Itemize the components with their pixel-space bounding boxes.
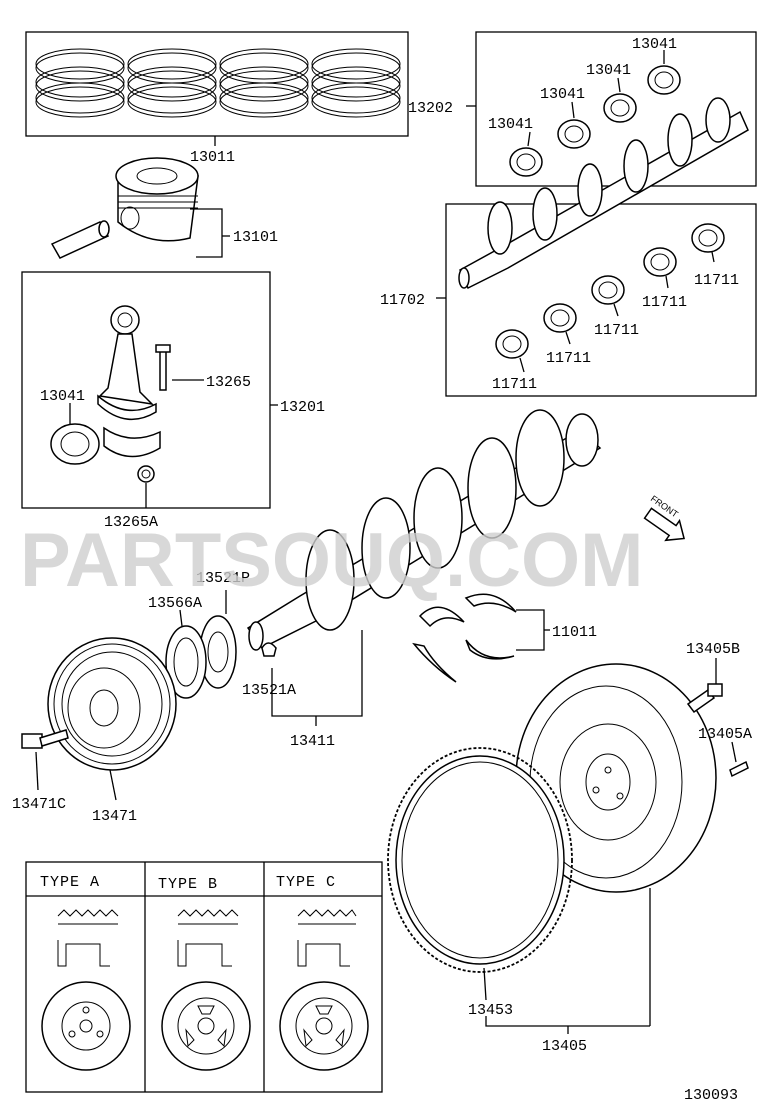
- type-a-pulley-face: [41, 981, 131, 1071]
- label-13405B: 13405B: [686, 641, 740, 658]
- watermark: PARTSOUQ.COM: [20, 518, 643, 603]
- label-13566A: 13566A: [148, 595, 202, 612]
- label-13265A: 13265A: [104, 514, 158, 531]
- type-a-label: TYPE A: [40, 874, 100, 891]
- label-13011: 13011: [190, 149, 235, 166]
- type-b-profile: [177, 909, 239, 967]
- label-13041-c: 13041: [586, 62, 631, 79]
- label-13521A: 13521A: [242, 682, 296, 699]
- label-11711-e: 11711: [694, 272, 739, 289]
- crankshaft-pulley: [21, 637, 177, 801]
- label-13041-b: 13041: [540, 86, 585, 103]
- label-13041-rod: 13041: [40, 388, 85, 405]
- connecting-rod-assembly: [21, 271, 278, 509]
- label-13405A: 13405A: [698, 726, 752, 743]
- label-11711-d: 11711: [642, 294, 687, 311]
- piston-with-pin: [50, 157, 230, 259]
- upper-bearing-set: [466, 31, 757, 187]
- label-13202: 13202: [408, 100, 453, 117]
- type-b-label: TYPE B: [158, 876, 218, 893]
- label-11711-b: 11711: [546, 350, 591, 367]
- label-11011: 11011: [552, 624, 597, 641]
- type-b-pulley-face: [161, 981, 251, 1071]
- label-13521P: 13521P: [196, 570, 250, 587]
- label-13041-a: 13041: [488, 116, 533, 133]
- crankshaft-bearing-assembly: [436, 97, 757, 397]
- label-13471C: 13471C: [12, 796, 66, 813]
- pulley-type-table: [25, 861, 383, 1093]
- label-13453: 13453: [468, 1002, 513, 1019]
- type-a-profile: [57, 909, 119, 967]
- type-c-label: TYPE C: [276, 874, 336, 891]
- label-13041-d: 13041: [632, 36, 677, 53]
- thrust-washers: [412, 593, 550, 683]
- label-13411: 13411: [290, 733, 335, 750]
- crankshaft: [246, 409, 602, 657]
- front-arrow: FRONT: [643, 493, 686, 542]
- label-13405: 13405: [542, 1038, 587, 1055]
- type-c-pulley-face: [279, 981, 369, 1071]
- label-13101: 13101: [233, 229, 278, 246]
- label-11711-c: 11711: [594, 322, 639, 339]
- label-13265: 13265: [206, 374, 251, 391]
- label-11702: 11702: [380, 292, 425, 309]
- crankshaft-sprocket: [165, 590, 237, 699]
- label-13201: 13201: [280, 399, 325, 416]
- figure-number: 130093: [684, 1087, 738, 1104]
- ring-gear: [387, 747, 573, 1001]
- label-11711-a: 11711: [492, 376, 537, 393]
- type-c-profile: [297, 909, 357, 967]
- label-13471: 13471: [92, 808, 137, 825]
- piston-ring-set: [25, 31, 409, 146]
